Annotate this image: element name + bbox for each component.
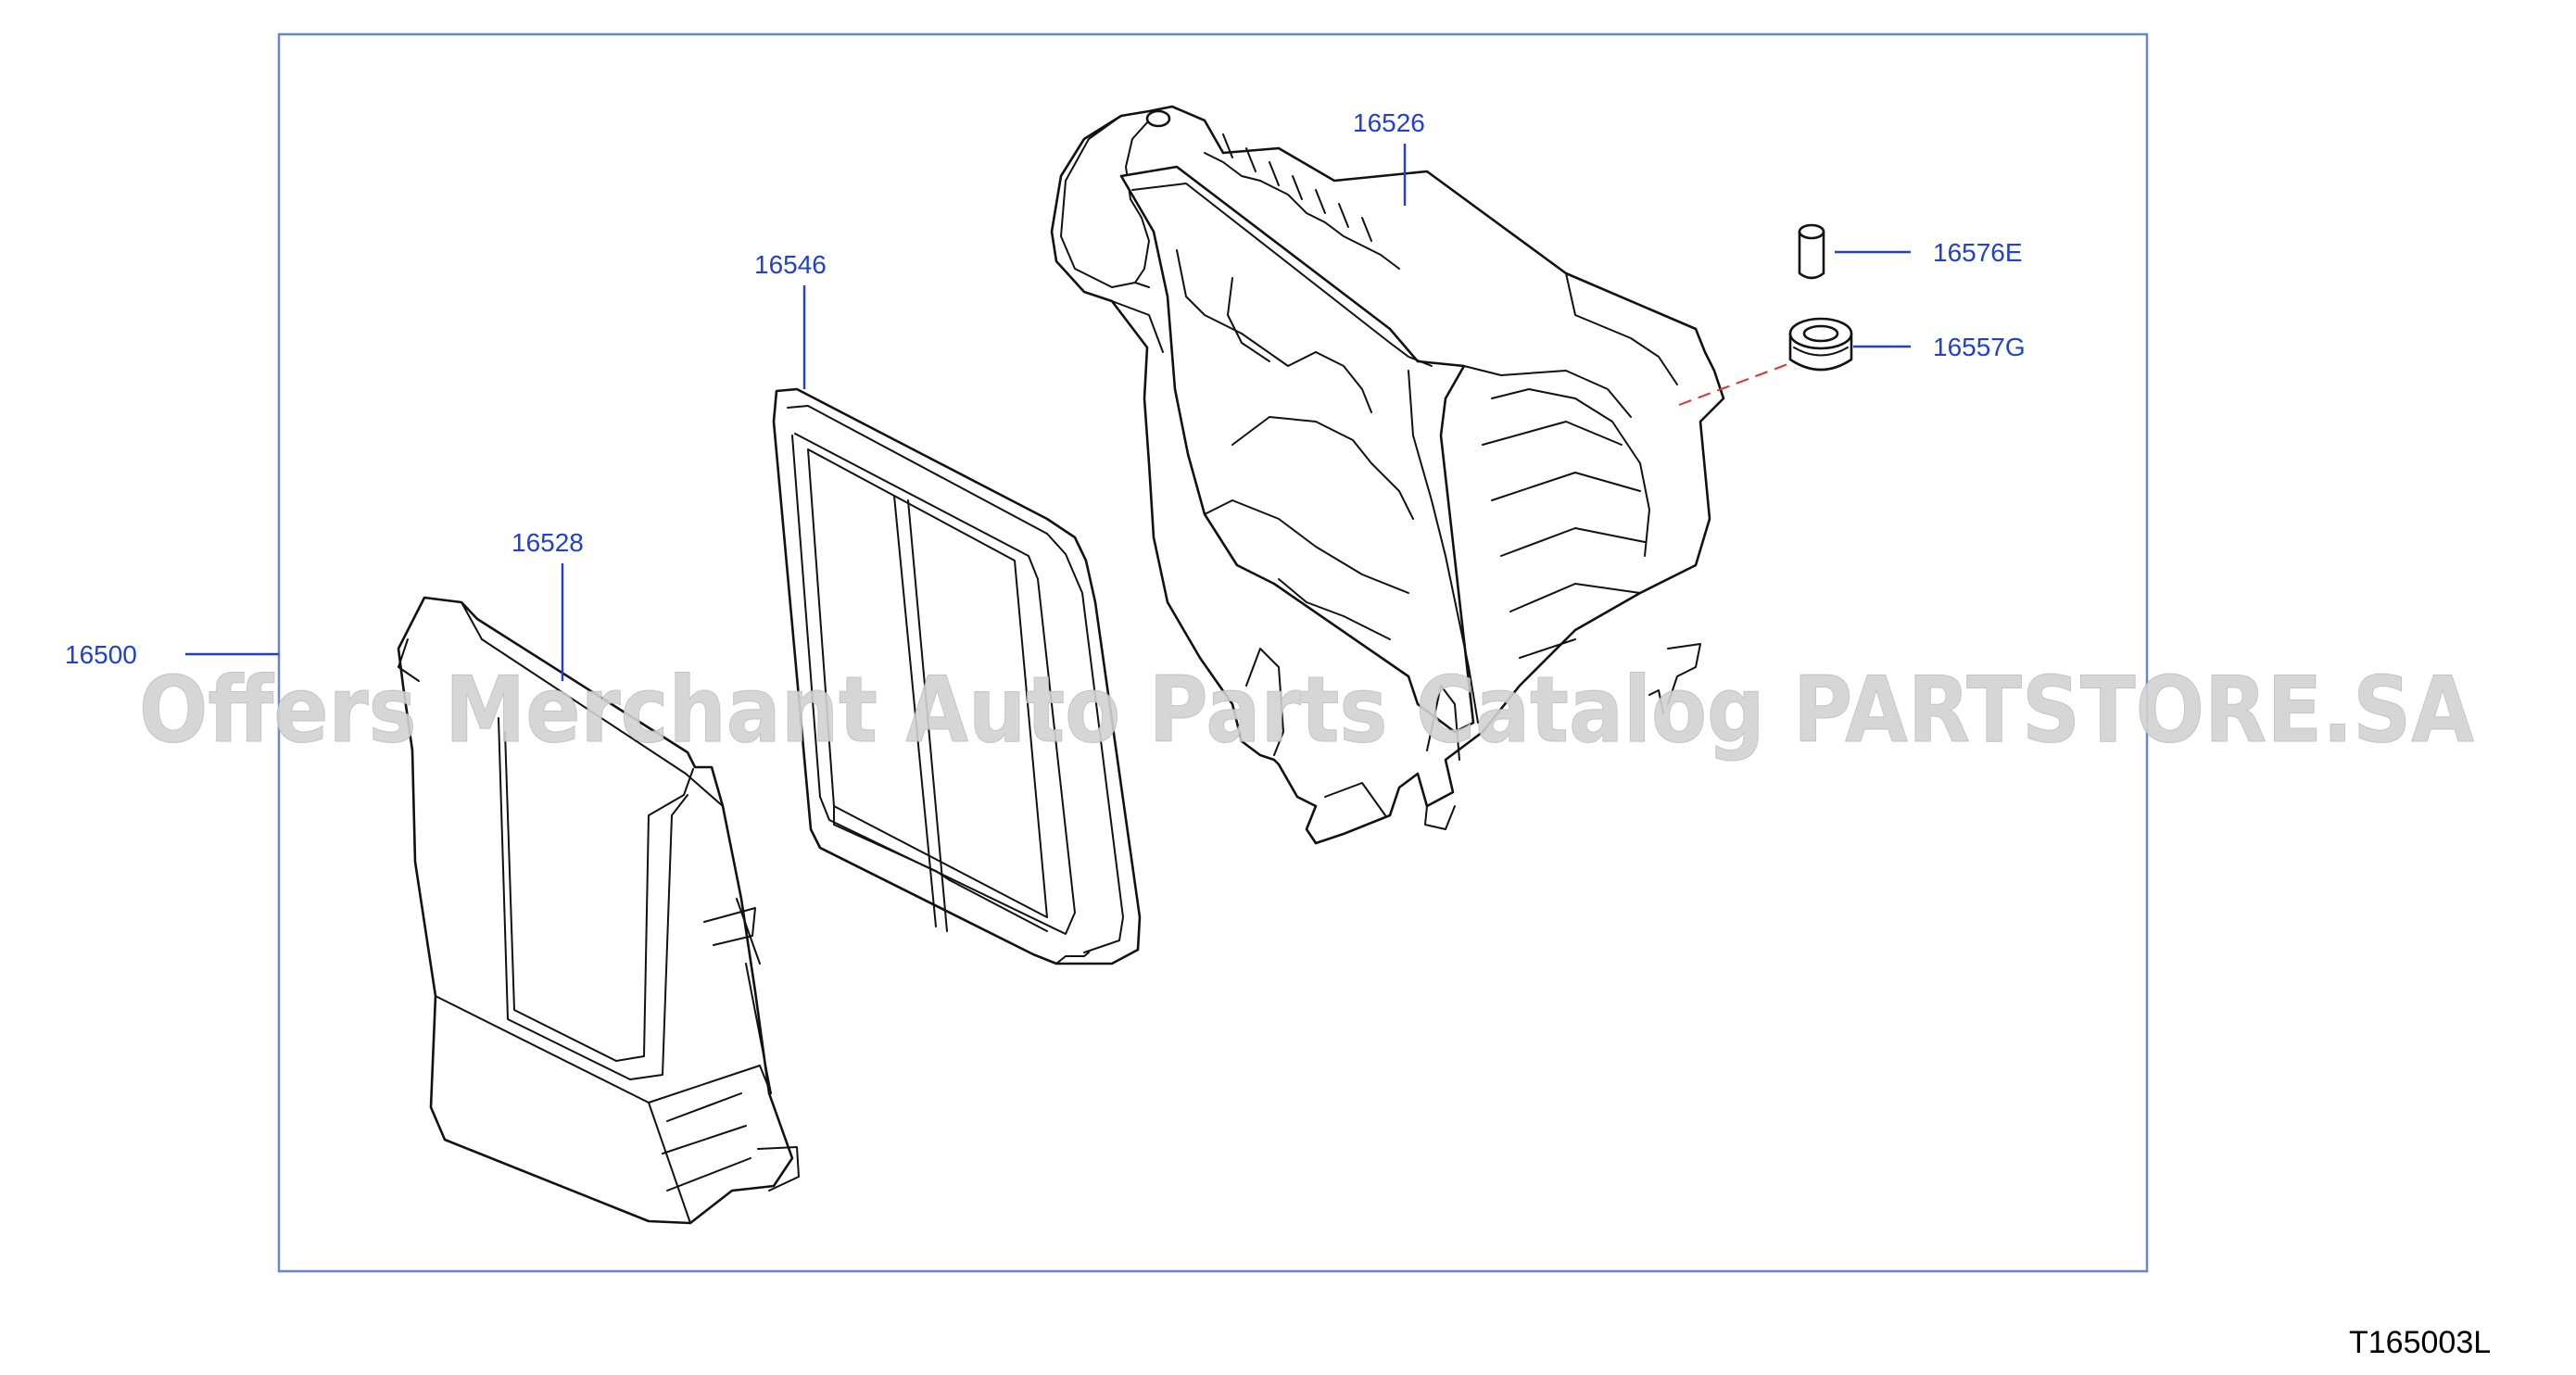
upper-case-part-16526[interactable] <box>1050 105 1725 845</box>
callout-16546: 16546 <box>754 250 827 279</box>
lower-case-part-16528[interactable] <box>397 596 800 1225</box>
bushing-pin-part-16576E[interactable] <box>1798 223 1825 280</box>
filter-element-part-16546[interactable] <box>772 387 1142 965</box>
callout-16557G: 16557G <box>1933 333 2026 361</box>
watermark-text: Offers Merchant Auto Parts Catalog PARTS… <box>139 658 2474 763</box>
figure-code: T165003L <box>2349 1325 2491 1360</box>
callout-16500: 16500 <box>65 640 137 669</box>
assembly-frame <box>277 32 2149 1273</box>
callout-16576E: 16576E <box>1933 238 2023 267</box>
callout-16526: 16526 <box>1353 108 1425 137</box>
grommet-part-16557G[interactable] <box>1788 317 1853 372</box>
callout-16528: 16528 <box>511 528 584 557</box>
